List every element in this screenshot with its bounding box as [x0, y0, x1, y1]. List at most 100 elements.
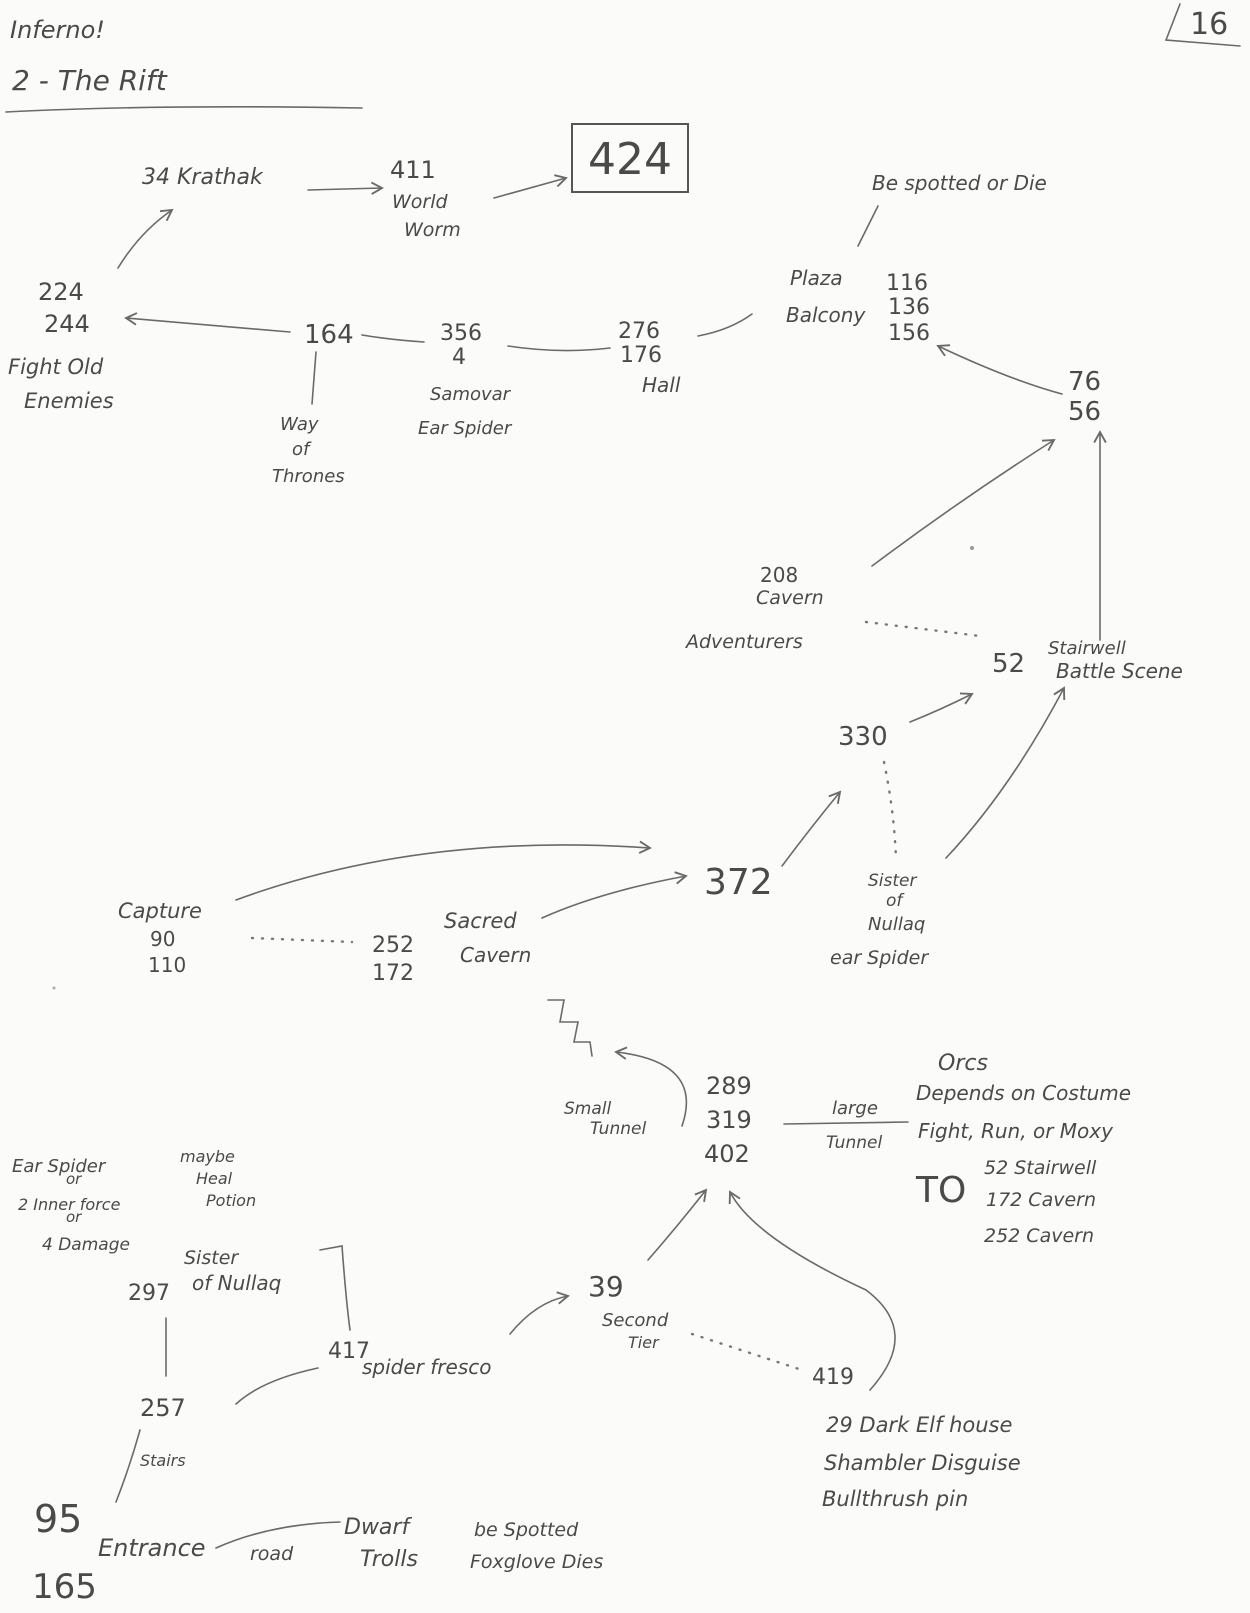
arrow-164-to-old-enemies: [124, 312, 291, 333]
node-plaza-number-1: 116: [886, 271, 928, 296]
node-sacred-label-2: Cavern: [460, 943, 531, 967]
node-95: 95: [34, 1497, 82, 1541]
node-dwarf-trolls-1: Dwarf: [344, 1515, 412, 1540]
arrow-sacred-to-372: [541, 871, 688, 919]
node-417: 417: [328, 1339, 370, 1364]
node-capture-number-1: 90: [150, 927, 175, 951]
node-old-enemies-label-2: Enemies: [24, 389, 114, 413]
node-sister2-label-2: of Nullaq: [192, 1271, 281, 1295]
node-to-item-3: 252 Cavern: [984, 1225, 1094, 1247]
arrow-fresco-to-39: [509, 1291, 570, 1335]
node-hub-number-2: 319: [706, 1106, 752, 1134]
node-stairwell-label-1: Stairwell: [1048, 638, 1126, 659]
dotted-adventurers-to-52: [864, 620, 982, 638]
node-164: 164: [304, 320, 354, 350]
node-capture-number-2: 110: [148, 953, 186, 977]
end-box: [571, 123, 689, 193]
page-number: 16: [1190, 7, 1228, 42]
node-372: 372: [704, 862, 773, 903]
line-entrance-road-dwarf: [215, 1521, 341, 1549]
dotted-capture-to-sacred: [250, 936, 354, 944]
arrow-419-to-hub: [728, 1190, 896, 1391]
node-world-worm-label-1: World: [392, 191, 449, 213]
node-krathak: 34 Krathak: [142, 165, 264, 190]
node-world-worm-label-2: Worm: [404, 219, 461, 241]
arrow-capture-to-372: [235, 840, 652, 901]
node-76: 76: [1068, 367, 1101, 397]
line-95-to-257: [115, 1429, 141, 1503]
node-stairwell-label-2: Battle Scene: [1056, 659, 1183, 683]
note-ear-spider-3: 2 Inner force: [18, 1195, 121, 1214]
node-sister-label-1: Sister: [868, 871, 917, 891]
node-small-tunnel-1: Small: [564, 1099, 611, 1119]
node-way-of-thrones-1: Way: [280, 414, 319, 435]
node-adventurers: Adventurers: [684, 631, 803, 653]
line-samovar-to-164: [361, 334, 425, 343]
node-330: 330: [838, 722, 888, 752]
node-52: 52: [992, 649, 1025, 679]
note-foxglove-1: be Spotted: [474, 1519, 579, 1541]
note-heal-1: maybe: [180, 1147, 235, 1166]
arrow-sister-to-stairwell: [945, 686, 1066, 859]
note-spotted-or-die: Be spotted or Die: [872, 171, 1047, 195]
node-sister-label-2: of: [886, 891, 905, 911]
node-end-424: 424: [588, 134, 672, 185]
node-way-of-thrones-2: of: [292, 439, 312, 460]
note-ear-spider-1: Ear Spider: [12, 1156, 107, 1177]
node-sister2-label-1: Sister: [184, 1247, 239, 1269]
dotted-330-to-sister: [882, 760, 898, 860]
node-hall-number-1: 276: [618, 319, 660, 344]
node-419: 419: [812, 1365, 854, 1390]
node-cavern-208-label: Cavern: [756, 587, 824, 609]
node-samovar-number-1: 356: [440, 321, 482, 346]
node-sister-label-4: ear Spider: [830, 947, 929, 969]
node-to-item-2: 172 Cavern: [986, 1189, 1096, 1211]
node-entrance: Entrance: [98, 1534, 206, 1562]
line-hall-to-samovar: [507, 345, 611, 352]
header-underline: [5, 106, 363, 113]
arrow-330-to-52: [909, 692, 974, 723]
node-old-enemies-number-2: 244: [44, 310, 90, 338]
note-ear-spider-2: or: [66, 1170, 82, 1188]
line-164-to-thrones: [311, 351, 317, 405]
arrow-39-to-hub: [647, 1188, 708, 1261]
page-number-frame: [1164, 3, 1241, 47]
node-hub-number-1: 289: [706, 1072, 752, 1100]
node-road: road: [250, 1543, 294, 1565]
node-spider-fresco: spider fresco: [362, 1355, 491, 1379]
node-second-tier-1: Second: [602, 1310, 669, 1331]
node-hall-number-2: 176: [620, 343, 662, 368]
node-dark-elf-1: 29 Dark Elf house: [826, 1413, 1012, 1437]
node-samovar-number-2: 4: [452, 345, 466, 370]
node-dark-elf-2: Shambler Disguise: [824, 1451, 1021, 1475]
arrow-krathak-to-world-worm: [307, 181, 384, 195]
node-plaza: Plaza: [790, 266, 843, 290]
node-to-item-1: 52 Stairwell: [984, 1157, 1097, 1179]
speck: [52, 986, 56, 990]
note-heal-2: Heal: [196, 1169, 233, 1188]
line-large-tunnel: [783, 1121, 909, 1125]
page-title: Inferno!: [10, 16, 105, 44]
line-spotted-to-plaza: [857, 205, 879, 247]
arrow-cavern208-to-76: [871, 438, 1056, 567]
arrow-372-to-330: [781, 790, 842, 867]
arrow-old-enemies-to-krathak: [117, 208, 174, 269]
arrow-76-to-plaza: [936, 344, 1063, 395]
dotted-tier-to-419: [690, 1332, 804, 1372]
node-hall-label: Hall: [642, 373, 681, 397]
node-orcs-label-1: Orcs: [938, 1051, 988, 1076]
note-ear-spider-5: 4 Damage: [42, 1235, 130, 1255]
node-stairs-label: Stairs: [140, 1451, 186, 1470]
node-dark-elf-3: Bullthrush pin: [822, 1487, 968, 1511]
line-plaza-to-hall: [697, 313, 753, 337]
arrow-world-worm-to-424: [493, 174, 568, 199]
node-sacred-number-1: 252: [372, 933, 414, 958]
zigzag-tunnel: [547, 999, 593, 1057]
node-large-tunnel-2: Tunnel: [826, 1133, 882, 1153]
node-257: 257: [140, 1394, 186, 1422]
node-way-of-thrones-3: Thrones: [272, 466, 345, 487]
node-56: 56: [1068, 397, 1101, 427]
node-world-worm-number: 411: [390, 156, 436, 184]
node-sacred-label-1: Sacred: [444, 909, 517, 933]
node-small-tunnel-2: Tunnel: [590, 1119, 646, 1139]
